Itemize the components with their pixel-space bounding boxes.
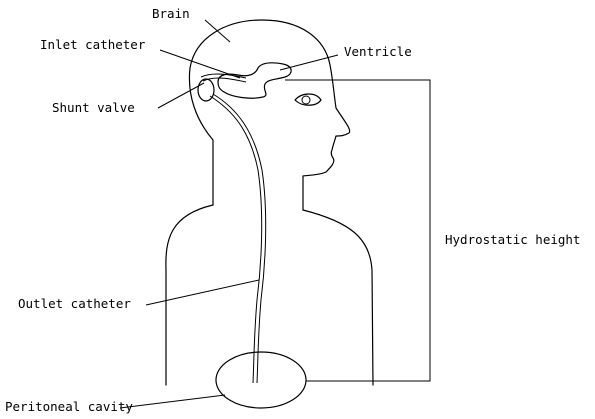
peritoneal-cavity-leader xyxy=(120,395,225,408)
label-brain: Brain xyxy=(152,6,190,21)
eye-pupil xyxy=(302,96,310,104)
brain-leader xyxy=(205,20,230,42)
inlet-catheter-leader xyxy=(160,50,240,78)
ventricle-shape xyxy=(218,63,291,98)
shunt-valve-shape xyxy=(198,79,214,101)
outlet-catheter-tube-inner xyxy=(213,94,266,383)
label-peritoneal-cavity: Peritoneal cavity xyxy=(5,399,133,414)
head-outline xyxy=(189,20,349,210)
outlet-catheter-leader xyxy=(146,280,259,305)
shunt-valve-leader xyxy=(158,83,204,108)
label-inlet-catheter: Inlet catheter xyxy=(40,37,146,52)
label-hydrostatic-height: Hydrostatic height xyxy=(445,232,580,247)
label-shunt-valve: Shunt valve xyxy=(52,100,135,115)
label-ventricle: Ventricle xyxy=(344,44,412,59)
hydrostatic-height-bracket xyxy=(285,80,430,381)
peritoneal-cavity-shape xyxy=(216,352,306,408)
label-outlet-catheter: Outlet catheter xyxy=(18,296,131,311)
torso-right-outline xyxy=(303,210,373,385)
outlet-catheter-tube xyxy=(210,96,262,383)
